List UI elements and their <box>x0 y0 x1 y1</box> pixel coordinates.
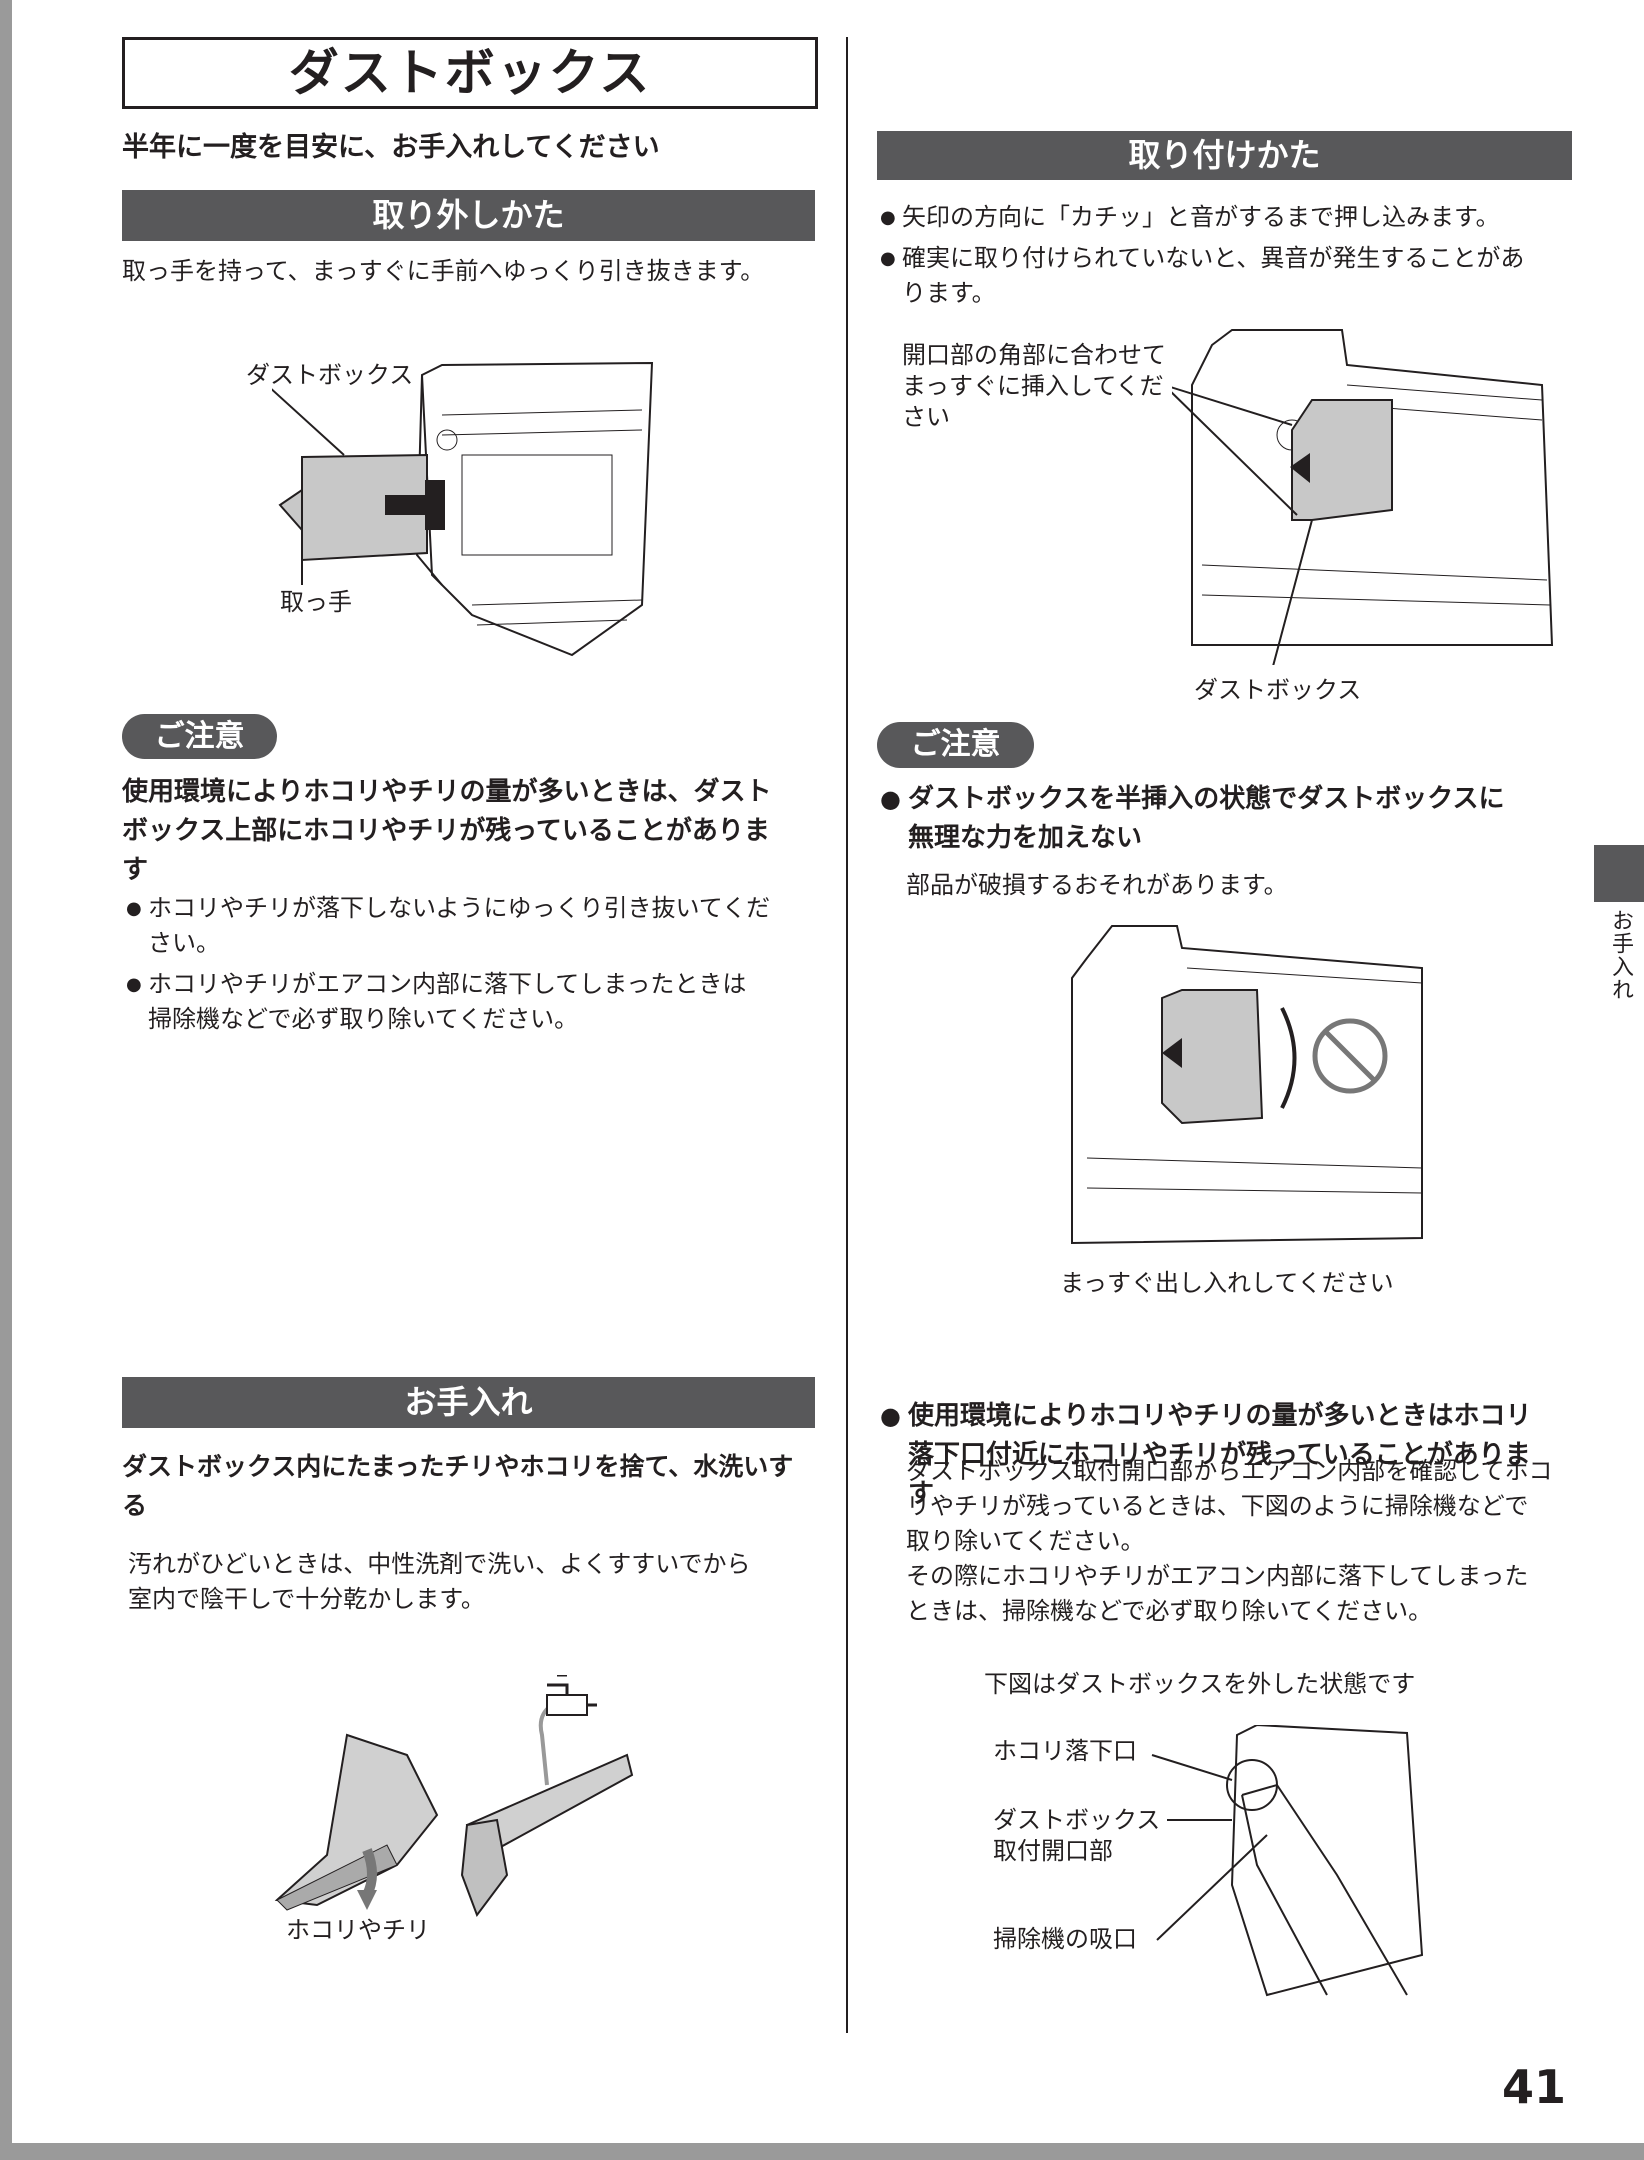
removal-illustration <box>272 361 654 657</box>
label-vacuum-nozzle: 掃除機の吸口 <box>993 1925 1137 1953</box>
install-label-dustbox: ダストボックス <box>1194 676 1362 704</box>
vacuum-illustration <box>1151 1725 1424 1997</box>
bold-line: す <box>908 1479 935 1509</box>
caution1-bold-line: す <box>122 855 149 885</box>
care-text-line: 室内で陰干しで十分乾かします。 <box>128 1585 485 1613</box>
side-tab-label: お手入れ <box>1608 909 1633 1001</box>
install-callout: 開口部の角部に合わせて まっすぐに挿入してくだ さい <box>902 340 1166 433</box>
section-heading-care: お手入れ <box>122 1377 815 1428</box>
care-text: 汚れがひどいときは、中性洗剤で洗い、よくすすいでから 室内で陰干しで十分乾かしま… <box>128 1547 751 1617</box>
removal-text: 取っ手を持って、まっすぐに手前へゆっくり引き抜きます。 <box>122 257 765 285</box>
bullet-line: ホコリやチリがエアコン内部に落下してしまったときは <box>148 970 747 998</box>
text-line: ときは、掃除機などで必ず取り除いてください。 <box>906 1597 1433 1625</box>
caution1-bold-line: 使用環境によりホコリやチリの量が多いときは、ダスト <box>122 777 772 807</box>
bold-line: 落下口付近にホコリやチリが残っていることがありま <box>908 1440 1531 1470</box>
section-heading-install: 取り付けかた <box>877 131 1572 180</box>
label-drop-opening: ホコリ落下口 <box>993 1737 1137 1765</box>
callout-line: まっすぐに挿入してくだ <box>902 372 1164 400</box>
caution1-bold: 使用環境によりホコリやチリの量が多いときは、ダスト ボックス上部にホコリやチリが… <box>122 773 822 890</box>
washing-illustration <box>274 1675 634 1918</box>
bullet-line: ホコリやチリが落下しないようにゆっくり引き抜いてくだ <box>148 894 771 922</box>
caution2-item2-bold: 使用環境によりホコリやチリの量が多いときはホコリ 落下口付近にホコリやチリが残っ… <box>880 1397 1608 1514</box>
text-line: ダストボックス取付開口部からエアコン内部を確認してホコ <box>906 1457 1553 1485</box>
list-item: 矢印の方向に「カチッ」と音がするまで押し込みます。 <box>880 200 1580 235</box>
callout-line: 開口部の角部に合わせて <box>902 341 1166 369</box>
caution2-item2-caption: 下図はダストボックスを外した状態です <box>984 1670 1416 1698</box>
text-line: その際にホコリやチリがエアコン内部に落下してしまった <box>906 1562 1529 1590</box>
subtitle: 半年に一度を目安に、お手入れしてください <box>122 132 660 163</box>
caution1-bold-line: ボックス上部にホコリやチリが残っていることがありま <box>122 816 770 846</box>
bullet-line: 確実に取り付けられていないと、異音が発生することがあ <box>902 244 1525 272</box>
install-bullets: 矢印の方向に「カチッ」と音がするまで押し込みます。 確実に取り付けられていないと… <box>880 200 1580 311</box>
bullet-line: 掃除機などで必ず取り除いてください。 <box>148 1005 579 1033</box>
label-dustbox: ダストボックス <box>246 361 414 389</box>
caution2-item1-caption: まっすぐ出し入れしてください <box>1060 1269 1394 1297</box>
page-title: ダストボックス <box>122 37 818 109</box>
text-line: 取り除いてください。 <box>906 1527 1145 1555</box>
list-item: ホコリやチリがエアコン内部に落下してしまったときは掃除機などで必ず取り除いてくだ… <box>126 967 826 1037</box>
bullet-line: 矢印の方向に「カチッ」と音がするまで押し込みます。 <box>902 203 1500 231</box>
care-bold-line: ダストボックス内にたまったチリやホコリを捨て、水洗いす <box>122 1452 794 1481</box>
side-tab-marker <box>1594 845 1644 902</box>
manual-page: ダストボックス 半年に一度を目安に、お手入れしてください 取り外しかた 取っ手を… <box>12 0 1644 2143</box>
care-text-line: 汚れがひどいときは、中性洗剤で洗い、よくすすいでから <box>128 1550 751 1578</box>
install-illustration <box>1172 329 1554 665</box>
text-line: リやチリが残っているときは、下図のように掃除機などで <box>906 1492 1529 1520</box>
bold-line: 無理な力を加えない <box>908 823 1143 853</box>
caution2-item1-bold: ダストボックスを半挿入の状態でダストボックスに 無理な力を加えない <box>880 780 1608 858</box>
callout-line: さい <box>902 403 950 431</box>
caution-badge: ご注意 <box>122 714 277 759</box>
label-line: ダストボックス <box>993 1806 1161 1834</box>
label-mount-opening: ダストボックス 取付開口部 <box>993 1805 1160 1867</box>
care-bold-line: る <box>122 1491 148 1520</box>
label-line: 取付開口部 <box>993 1837 1113 1865</box>
section-heading-removal: 取り外しかた <box>122 190 815 241</box>
caution2-item2-text: ダストボックス取付開口部からエアコン内部を確認してホコ リやチリが残っているとき… <box>906 1454 1553 1629</box>
bold-line: 使用環境によりホコリやチリの量が多いときはホコリ <box>908 1401 1532 1431</box>
caution2-item1-text: 部品が破損するおそれがあります。 <box>906 871 1288 899</box>
page-number: 41 <box>1502 2060 1567 2114</box>
caution-badge: ご注意 <box>877 722 1034 768</box>
forbidden-illustration <box>1071 925 1423 1245</box>
bold-line: ダストボックスを半挿入の状態でダストボックスに <box>908 784 1505 814</box>
column-divider <box>846 37 848 2033</box>
care-bold: ダストボックス内にたまったチリやホコリを捨て、水洗いす る <box>122 1447 822 1525</box>
care-label: ホコリやチリ <box>286 1916 430 1944</box>
label-handle: 取っ手 <box>280 588 352 616</box>
bullet-line: ります。 <box>902 279 996 307</box>
bullet-line: さい。 <box>148 929 220 957</box>
